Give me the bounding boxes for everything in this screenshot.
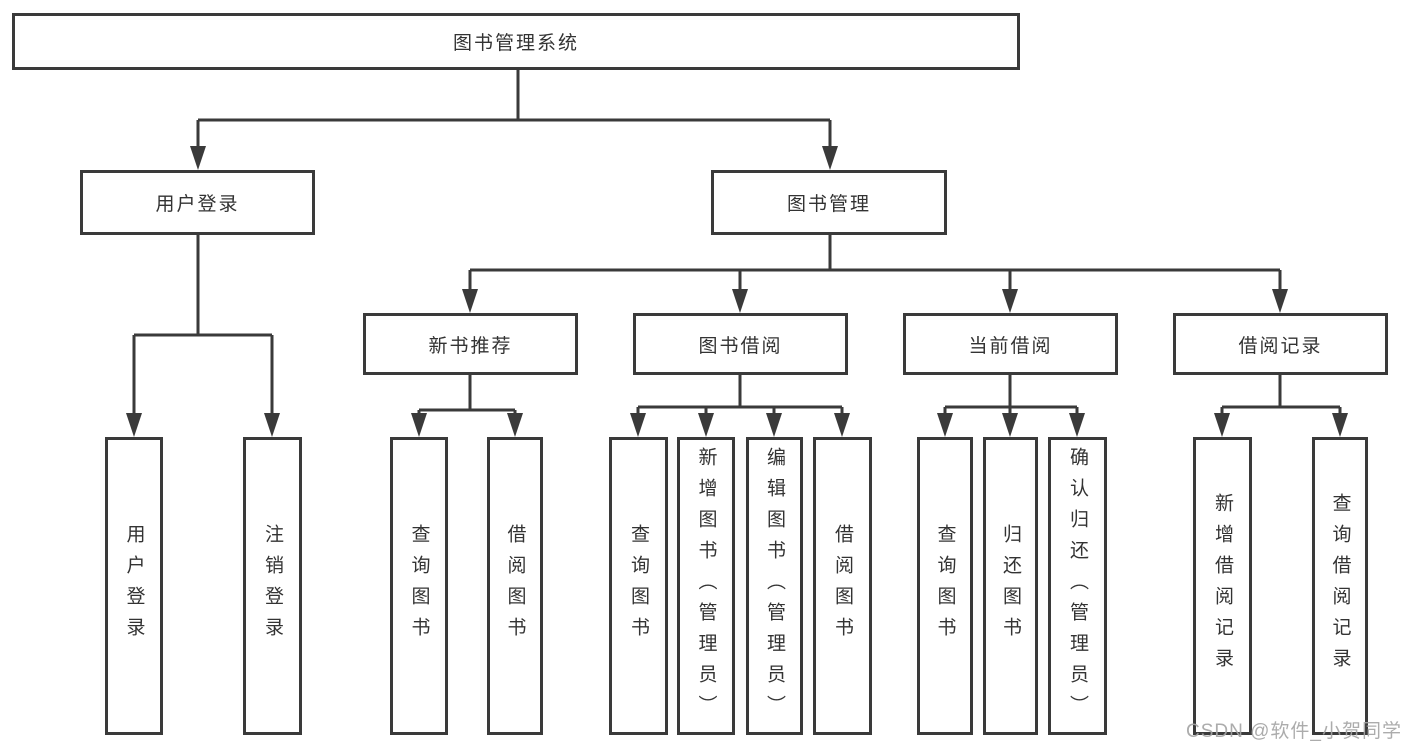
leaf-label: 新增借阅记录 bbox=[1212, 493, 1233, 679]
node-label: 图书管理系统 bbox=[452, 33, 579, 54]
leaf-confirm-return-admin: 确认归还（管理员） bbox=[1048, 437, 1107, 735]
leaf-add-borrow-record: 新增借阅记录 bbox=[1193, 437, 1252, 735]
node-book-management: 图书管理 bbox=[711, 170, 947, 235]
leaf-borrow-books-2: 借阅图书 bbox=[813, 437, 872, 735]
leaf-label: 确认归还（管理员） bbox=[1067, 446, 1088, 726]
node-label: 当前借阅 bbox=[968, 335, 1053, 357]
node-book-borrow: 图书借阅 bbox=[633, 313, 848, 375]
leaf-query-books-3: 查询图书 bbox=[917, 437, 973, 735]
node-label: 用户登录 bbox=[155, 194, 240, 215]
leaf-borrow-books-1: 借阅图书 bbox=[487, 437, 543, 735]
node-new-book-recommend: 新书推荐 bbox=[363, 313, 578, 375]
node-user-login: 用户登录 bbox=[80, 170, 315, 235]
node-label: 新书推荐 bbox=[428, 335, 513, 357]
node-library-management-system: 图书管理系统 bbox=[12, 13, 1020, 70]
leaf-label: 查询借阅记录 bbox=[1329, 493, 1351, 679]
node-label: 图书管理 bbox=[786, 194, 871, 215]
leaf-label: 借阅图书 bbox=[832, 524, 853, 648]
leaf-label: 新增图书（管理员） bbox=[695, 446, 717, 726]
leaf-query-books-1: 查询图书 bbox=[390, 437, 448, 735]
leaf-query-borrow-record: 查询借阅记录 bbox=[1312, 437, 1368, 735]
watermark: CSDN @软件_小贺同学 bbox=[1186, 721, 1402, 742]
leaf-label: 用户登录 bbox=[123, 524, 145, 648]
leaf-edit-book-admin: 编辑图书（管理员） bbox=[746, 437, 803, 735]
leaf-label: 查询图书 bbox=[628, 524, 649, 648]
leaf-label: 查询图书 bbox=[408, 524, 430, 648]
node-current-borrow: 当前借阅 bbox=[903, 313, 1118, 375]
node-label: 图书借阅 bbox=[698, 335, 783, 357]
leaf-label: 归还图书 bbox=[1000, 524, 1021, 648]
leaf-label: 借阅图书 bbox=[504, 524, 526, 648]
leaf-query-books-2: 查询图书 bbox=[609, 437, 668, 735]
leaf-user-login: 用户登录 bbox=[105, 437, 163, 735]
node-borrow-records: 借阅记录 bbox=[1173, 313, 1388, 375]
leaf-label: 注销登录 bbox=[262, 524, 283, 648]
leaf-add-book-admin: 新增图书（管理员） bbox=[677, 437, 735, 735]
leaf-logout: 注销登录 bbox=[243, 437, 302, 735]
leaf-label: 编辑图书（管理员） bbox=[764, 446, 785, 726]
leaf-label: 查询图书 bbox=[934, 524, 956, 648]
node-label: 借阅记录 bbox=[1238, 335, 1323, 357]
leaf-return-book: 归还图书 bbox=[983, 437, 1038, 735]
